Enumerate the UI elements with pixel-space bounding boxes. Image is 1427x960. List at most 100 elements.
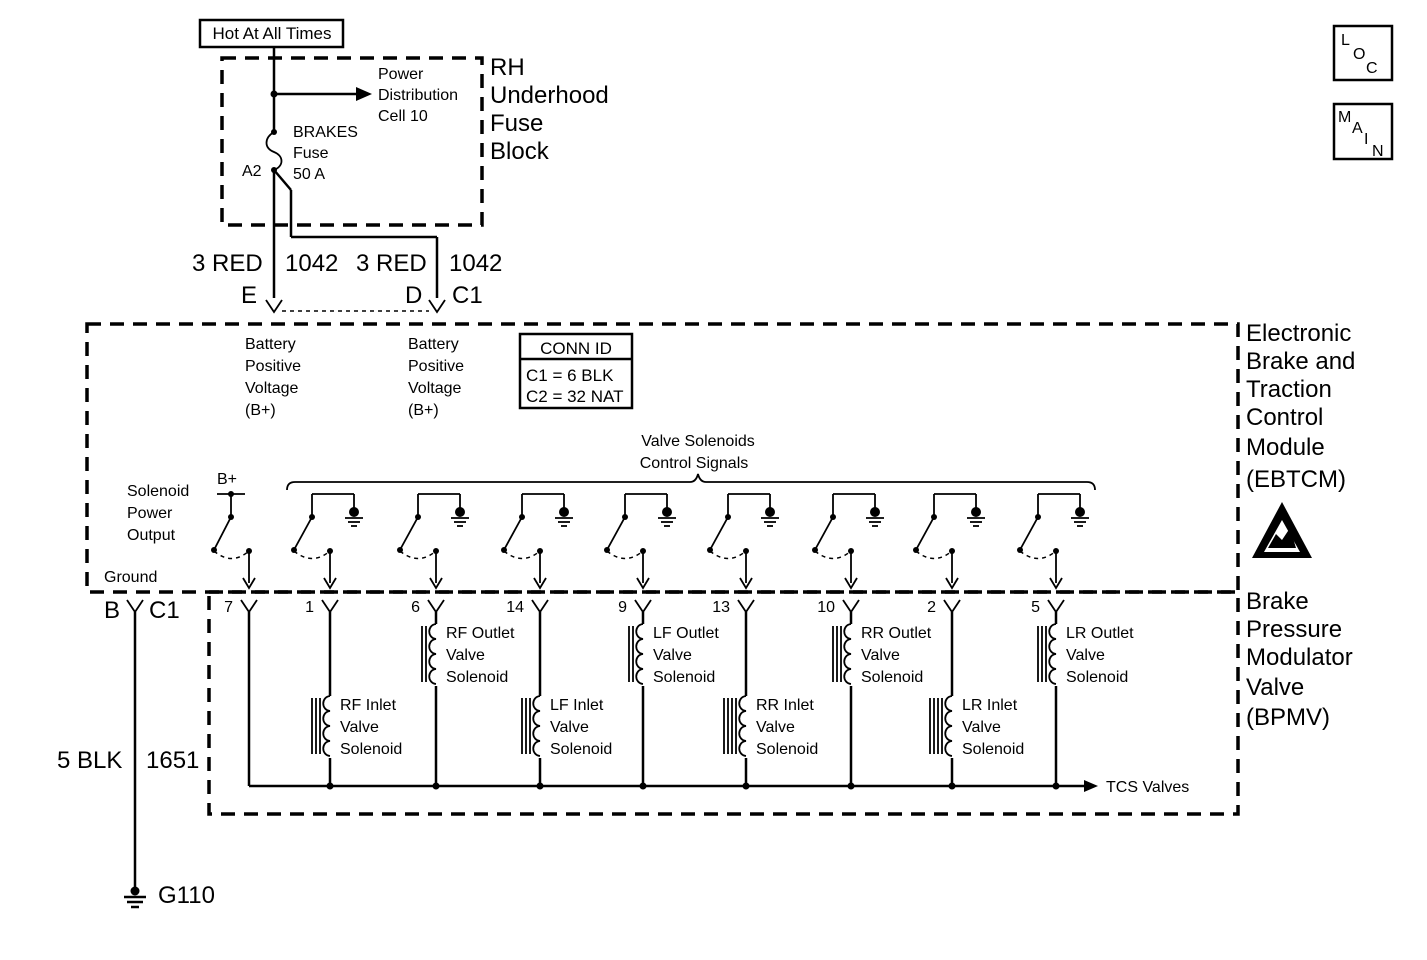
loc-button[interactable]: L O C (1332, 24, 1394, 82)
ground-symbol-icon (451, 494, 469, 527)
solenoid-label: RF Inlet (340, 697, 397, 714)
valve-control-switch (812, 493, 884, 590)
solenoid-label: Solenoid (446, 669, 508, 686)
bpmv-pin-number: 10 (817, 599, 835, 616)
svg-text:Modulator: Modulator (1246, 644, 1353, 671)
solenoid-label: Valve (861, 647, 900, 664)
svg-text:50 A: 50 A (293, 166, 325, 183)
solenoid-power-output-label: Solenoid Power Output (127, 483, 189, 544)
pin-d-label: D (405, 282, 422, 309)
brakes-fuse-label: BRAKES Fuse 50 A (293, 124, 358, 183)
bpmv-pin: 2 (927, 599, 961, 790)
svg-text:Distribution: Distribution (378, 87, 458, 104)
svg-text:A: A (1352, 120, 1363, 137)
main-button[interactable]: M A I N (1332, 102, 1394, 161)
hot-at-all-times-label: Hot At All Times (212, 24, 331, 43)
top-wire-labels: 3 RED 1042 3 RED 1042 E D C1 (192, 250, 502, 309)
ground-symbol-icon (761, 494, 779, 527)
valve-control-switch (707, 493, 779, 590)
svg-text:Control: Control (1246, 404, 1323, 431)
svg-text:Brake: Brake (1246, 588, 1309, 615)
svg-text:BRAKES: BRAKES (293, 124, 358, 141)
ground-symbol-icon (866, 494, 884, 527)
svg-text:N: N (1372, 143, 1384, 160)
solenoid-label: LF Outlet (653, 625, 719, 642)
power-distribution-arrow-icon (356, 87, 372, 101)
hot-at-all-times-box (198, 18, 345, 49)
svg-text:O: O (1353, 46, 1365, 63)
pin-e-label: E (241, 282, 257, 309)
svg-text:I: I (1364, 131, 1368, 148)
solenoid-label: Solenoid (653, 669, 715, 686)
solenoid-label: Valve (756, 719, 795, 736)
solenoid-label: LR Outlet (1066, 625, 1134, 642)
switch-layer (211, 493, 1089, 590)
ebtcm-outline (85, 322, 1240, 594)
bpmv-pin-number: 13 (712, 599, 730, 616)
svg-text:Control Signals: Control Signals (640, 455, 749, 472)
conn-id-title: CONN ID (540, 339, 612, 358)
svg-text:Block: Block (490, 138, 550, 165)
solenoid-label: Solenoid (550, 741, 612, 758)
ground-pin-b-label: B (104, 597, 120, 624)
svg-text:Output: Output (127, 527, 176, 544)
battery-positive-voltage-2: Battery Positive Voltage (B+) (408, 336, 464, 419)
solenoid-label: LR Inlet (962, 697, 1018, 714)
svg-text:Fuse: Fuse (490, 110, 543, 137)
svg-text:(B+): (B+) (408, 402, 439, 419)
ground-symbol-icon (345, 494, 363, 527)
svg-text:Power: Power (378, 66, 424, 83)
svg-text:Fuse: Fuse (293, 145, 329, 162)
solenoid-label: Valve (653, 647, 692, 664)
svg-text:Electronic: Electronic (1246, 320, 1351, 347)
bpmv-pin-number: 1 (305, 599, 314, 616)
tcs-valves-label: TCS Valves (1106, 779, 1189, 796)
ground-symbol-icon (967, 494, 985, 527)
bpmv-pin: 7 (224, 599, 258, 786)
circuit-left: 1042 (285, 250, 338, 277)
svg-text:C: C (1366, 60, 1378, 77)
ground-symbol-icon (658, 494, 676, 527)
valve-control-switch (604, 493, 676, 590)
bpmv-pin-number: 2 (927, 599, 936, 616)
svg-text:Cell 10: Cell 10 (378, 108, 428, 125)
solenoid-label: Valve (962, 719, 1001, 736)
valve-solenoids-label: Valve Solenoids Control Signals (640, 433, 755, 472)
valve-control-switch (913, 493, 985, 590)
svg-text:Solenoid: Solenoid (127, 483, 189, 500)
svg-text:Valve Solenoids: Valve Solenoids (641, 433, 755, 450)
bpmv-pin: 1 (305, 599, 339, 790)
svg-text:Module: Module (1246, 434, 1325, 461)
svg-text:Voltage: Voltage (245, 380, 298, 397)
valve-solenoids-bracket (286, 473, 1096, 491)
tcs-valves-arrow-icon (1084, 780, 1098, 792)
svg-text:L: L (1341, 32, 1350, 49)
svg-text:Underhood: Underhood (490, 82, 609, 109)
circuit-right: 1042 (449, 250, 502, 277)
svg-text:Brake and: Brake and (1246, 348, 1355, 375)
svg-text:RH: RH (490, 54, 525, 81)
svg-text:Positive: Positive (245, 358, 301, 375)
ground-circuit-number: 1651 (146, 747, 199, 774)
solenoid-label: LF Inlet (550, 697, 604, 714)
ground-label: Ground (104, 569, 157, 586)
pin-d-connector (428, 299, 446, 314)
solenoid-label: Valve (1066, 647, 1105, 664)
svg-text:M: M (1338, 109, 1351, 126)
ground-symbol-icon (124, 886, 146, 909)
solenoid-label: Solenoid (756, 741, 818, 758)
solenoid-label: Valve (446, 647, 485, 664)
ground-connector-c1-label: C1 (149, 597, 180, 624)
solenoid-label: Valve (340, 719, 379, 736)
bpmv-pin-number: 9 (618, 599, 627, 616)
ground-symbol-icon (555, 494, 573, 527)
wire-color-right: 3 RED (356, 250, 427, 277)
bpmv-pin-number: 5 (1031, 599, 1040, 616)
svg-text:Battery: Battery (245, 336, 296, 353)
